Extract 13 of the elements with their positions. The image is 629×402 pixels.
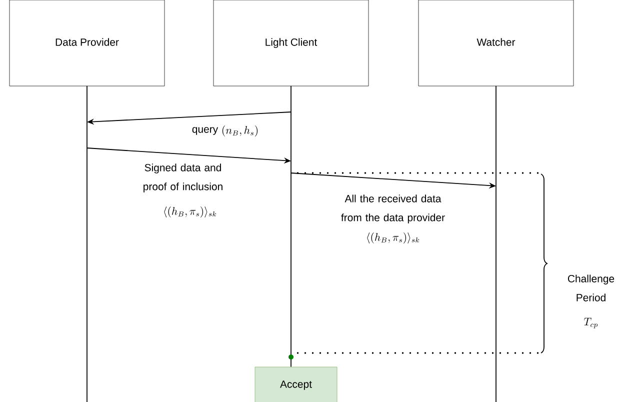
- formula-label: $\langle(h_B,\pi_s)\rangle_{sk}$: [367, 232, 420, 244]
- formula-label: $T_{cp}$: [584, 318, 598, 328]
- participant-box: Watcher: [418, 0, 574, 86]
- formula-label: $\langle(h_B,\pi_s)\rangle_{sk}$: [164, 206, 216, 218]
- brace-label: Challenge Period: [568, 274, 614, 302]
- formula-label: $(n_B, h_s)$: [222, 126, 258, 136]
- edge-label: All the received data from the data provider: [341, 194, 445, 224]
- connector-line: [290, 359, 292, 368]
- edge-label: query: [192, 127, 218, 135]
- participant-box: Data Provider: [9, 0, 165, 86]
- edge-label: Signed data and proof of inclusion: [144, 164, 222, 192]
- state-box: Accept: [254, 366, 338, 402]
- participant-box: Light Client: [213, 0, 369, 86]
